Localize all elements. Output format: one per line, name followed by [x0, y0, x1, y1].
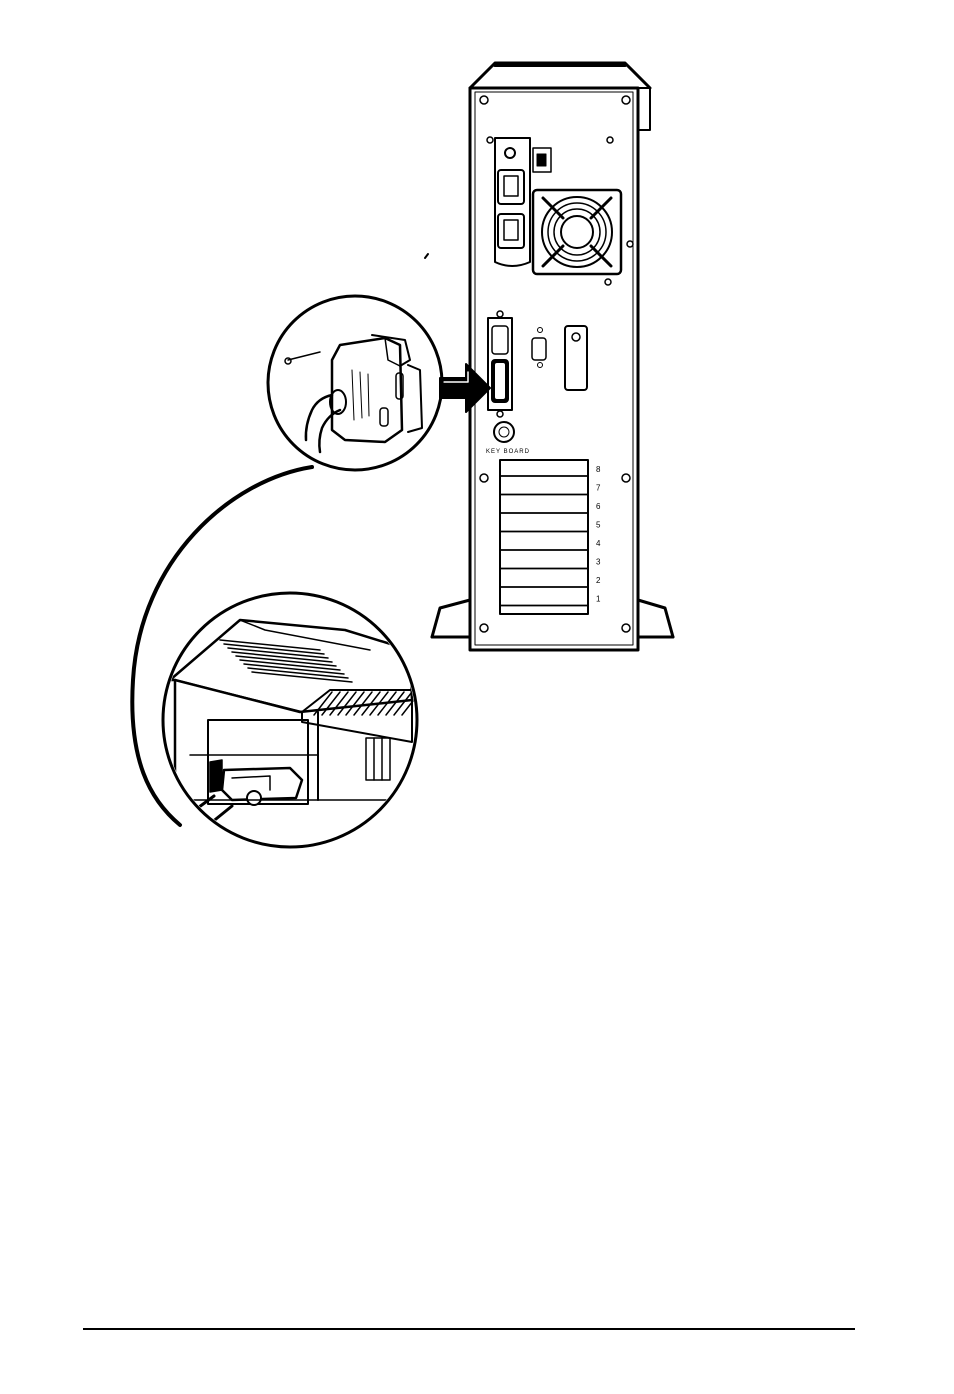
expansion-slot-number: 8: [596, 465, 601, 474]
insert-arrow: [440, 364, 490, 412]
printer-connection-illustration: KEY BOARD 8 7 6 5 4 3 2 1: [0, 0, 954, 900]
expansion-slot-number: 6: [596, 502, 601, 511]
printer-ridge-line: [330, 692, 348, 715]
power-supply-panel: [495, 138, 551, 266]
expansion-slot-number: 4: [596, 539, 601, 548]
keyboard-port: KEY BOARD: [486, 422, 530, 455]
expansion-slot-number: 3: [596, 558, 601, 567]
connector-callout: [268, 296, 442, 470]
stray-mark: [425, 254, 428, 258]
io-ports: [488, 311, 587, 417]
expansion-slot-number: 1: [596, 595, 601, 604]
printer-ridge-line: [322, 692, 340, 715]
keyboard-port-label: KEY BOARD: [486, 449, 530, 455]
expansion-slot-number: 5: [596, 521, 601, 530]
printer-ridge-line: [394, 692, 412, 715]
printer-callout: [163, 593, 420, 847]
printer-ridge-line: [346, 692, 364, 715]
cooling-fan: [533, 190, 621, 274]
computer-tower-rear: KEY BOARD 8 7 6 5 4 3 2 1: [432, 63, 673, 650]
expansion-slot-number: 2: [596, 576, 601, 585]
footer-rule: [83, 1328, 855, 1330]
expansion-slots: 8 7 6 5 4 3 2 1: [500, 460, 601, 614]
printer-ridge-line: [338, 692, 356, 715]
expansion-slot-number: 7: [596, 484, 601, 493]
